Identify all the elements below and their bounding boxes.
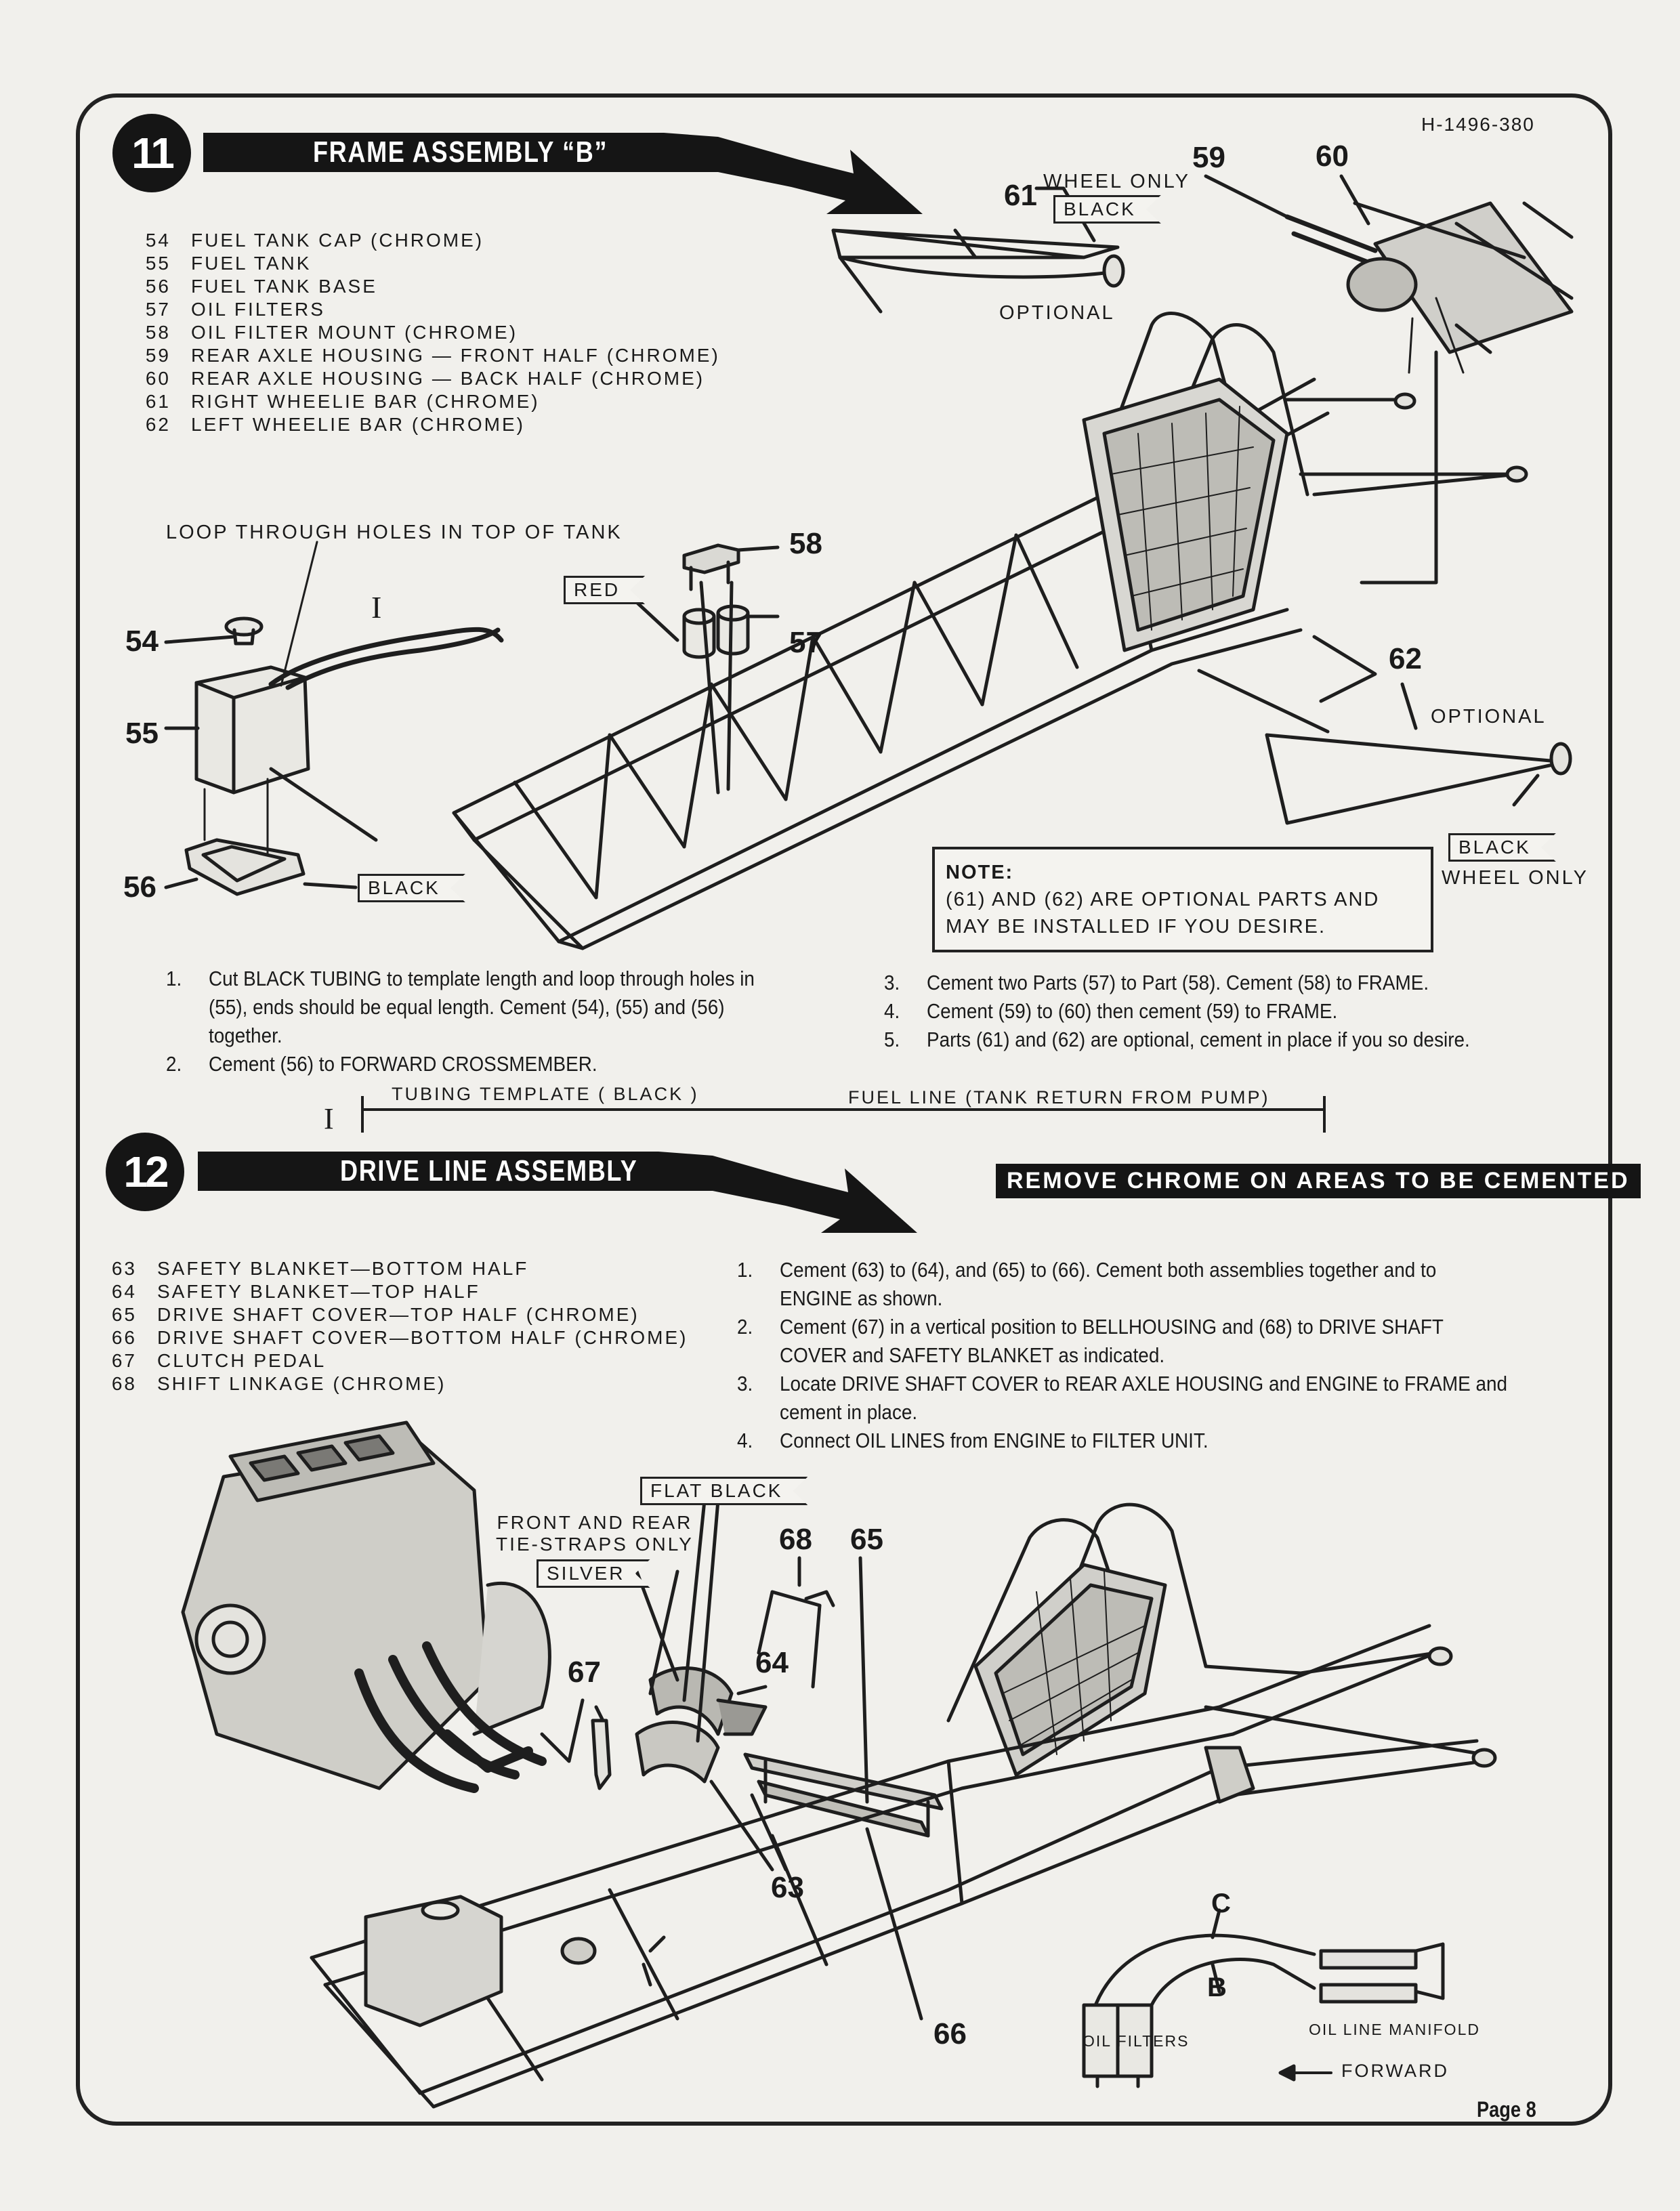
instruction-item: 4.Connect OIL LINES from ENGINE to FILTE…: [737, 1429, 1209, 1452]
template-left-label: TUBING TEMPLATE ( BLACK ): [392, 1084, 699, 1104]
page-border: [76, 93, 1612, 2126]
step-12-instructions: 1.Cement (63) to (64), and (65) to (66).…: [737, 1256, 1511, 1455]
color-tag-black-tank: BLACK: [358, 874, 465, 902]
note-line-2: MAY BE INSTALLED IF YOU DESIRE.: [946, 916, 1326, 938]
loop-through-label: LOOP THROUGH HOLES IN TOP OF TANK: [166, 522, 623, 543]
callout-56: 56: [123, 870, 156, 904]
optional-label-top: OPTIONAL: [999, 302, 1115, 324]
color-tag-silver: SILVER: [537, 1559, 650, 1588]
note-line-1: (61) AND (62) ARE OPTIONAL PARTS AND: [946, 889, 1380, 910]
oil-line-b-label: B: [1207, 1973, 1227, 2002]
callout-61: 61: [1004, 179, 1037, 212]
template-marker: I: [324, 1102, 334, 1135]
instruction-item: 1.Cut BLACK TUBING to template length an…: [166, 967, 755, 1047]
note-heading: NOTE:: [946, 862, 1014, 883]
instruction-item: 2.Cement (67) in a vertical position to …: [737, 1315, 1444, 1367]
optional-parts-note: NOTE: (61) AND (62) ARE OPTIONAL PARTS A…: [932, 847, 1433, 952]
instruction-item: 3.Locate DRIVE SHAFT COVER to REAR AXLE …: [737, 1372, 1508, 1424]
tubing-template-line: [361, 1096, 1326, 1133]
step-12-drive-line-drawing: [181, 1420, 1497, 2109]
instruction-item: 1.Cement (63) to (64), and (65) to (66).…: [737, 1258, 1437, 1310]
instruction-item: 2.Cement (56) to FORWARD CROSSMEMBER.: [166, 1052, 597, 1076]
step-11-frame-drawing: [164, 174, 1574, 950]
instruction-item: 3.Cement two Parts (57) to Part (58). Ce…: [884, 971, 1429, 994]
oil-line-manifold-label: OIL LINE MANIFOLD: [1309, 2021, 1480, 2038]
step-12-banner-arrow: [198, 1152, 917, 1233]
page-number: Page 8: [1477, 2097, 1536, 2122]
callout-60: 60: [1316, 140, 1349, 173]
callout-66: 66: [933, 2017, 967, 2050]
instruction-item: 5.Parts (61) and (62) are optional, ceme…: [884, 1028, 1470, 1051]
oil-line-c-label: C: [1211, 1889, 1231, 1918]
callout-58: 58: [789, 527, 822, 560]
tie-straps-line-2: TIE-STRAPS ONLY: [496, 1534, 694, 1555]
step-number-12: 12: [106, 1133, 184, 1211]
instruction-item: 4.Cement (59) to (60) then cement (59) t…: [884, 999, 1338, 1023]
callout-55: 55: [125, 717, 159, 750]
step-11-instructions-left: 1.Cut BLACK TUBING to template length an…: [166, 965, 776, 1078]
color-tag-black-right: BLACK: [1448, 833, 1556, 862]
step-number-11: 11: [112, 114, 191, 192]
wheel-only-label-top: WHEEL ONLY: [1043, 171, 1190, 192]
tie-straps-line-1: FRONT AND REAR: [497, 1512, 693, 1533]
callout-63: 63: [771, 1871, 804, 1904]
forward-label: FORWARD: [1341, 2061, 1449, 2081]
callout-64: 64: [755, 1646, 789, 1679]
document-id: H-1496-380: [1421, 114, 1535, 135]
step-11-title: FRAME ASSEMBLY “B”: [313, 135, 608, 169]
callout-59: 59: [1192, 141, 1225, 174]
remove-chrome-banner: REMOVE CHROME ON AREAS TO BE CEMENTED: [996, 1164, 1641, 1198]
callout-68: 68: [779, 1523, 812, 1556]
callout-57: 57: [789, 626, 822, 659]
callout-54: 54: [125, 625, 159, 658]
color-tag-flat-black: FLAT BLACK: [640, 1477, 807, 1505]
color-tag-black-top: BLACK: [1053, 195, 1161, 224]
oil-filters-label: OIL FILTERS: [1083, 2032, 1190, 2050]
callout-65: 65: [850, 1523, 883, 1556]
tubing-marker: I: [371, 590, 382, 625]
wheel-only-label-right: WHEEL ONLY: [1442, 867, 1589, 889]
tie-straps-label: FRONT AND REAR TIE-STRAPS ONLY: [496, 1512, 694, 1555]
step-12-title: DRIVE LINE ASSEMBLY: [340, 1154, 638, 1187]
step-11-instructions-right: 3.Cement two Parts (57) to Part (58). Ce…: [884, 969, 1500, 1054]
callout-62: 62: [1389, 642, 1422, 675]
optional-label-right: OPTIONAL: [1431, 706, 1547, 728]
step-11-banner-arrow: [203, 133, 923, 214]
callout-67: 67: [568, 1656, 601, 1689]
template-right-label: FUEL LINE (TANK RETURN FROM PUMP): [848, 1087, 1270, 1108]
